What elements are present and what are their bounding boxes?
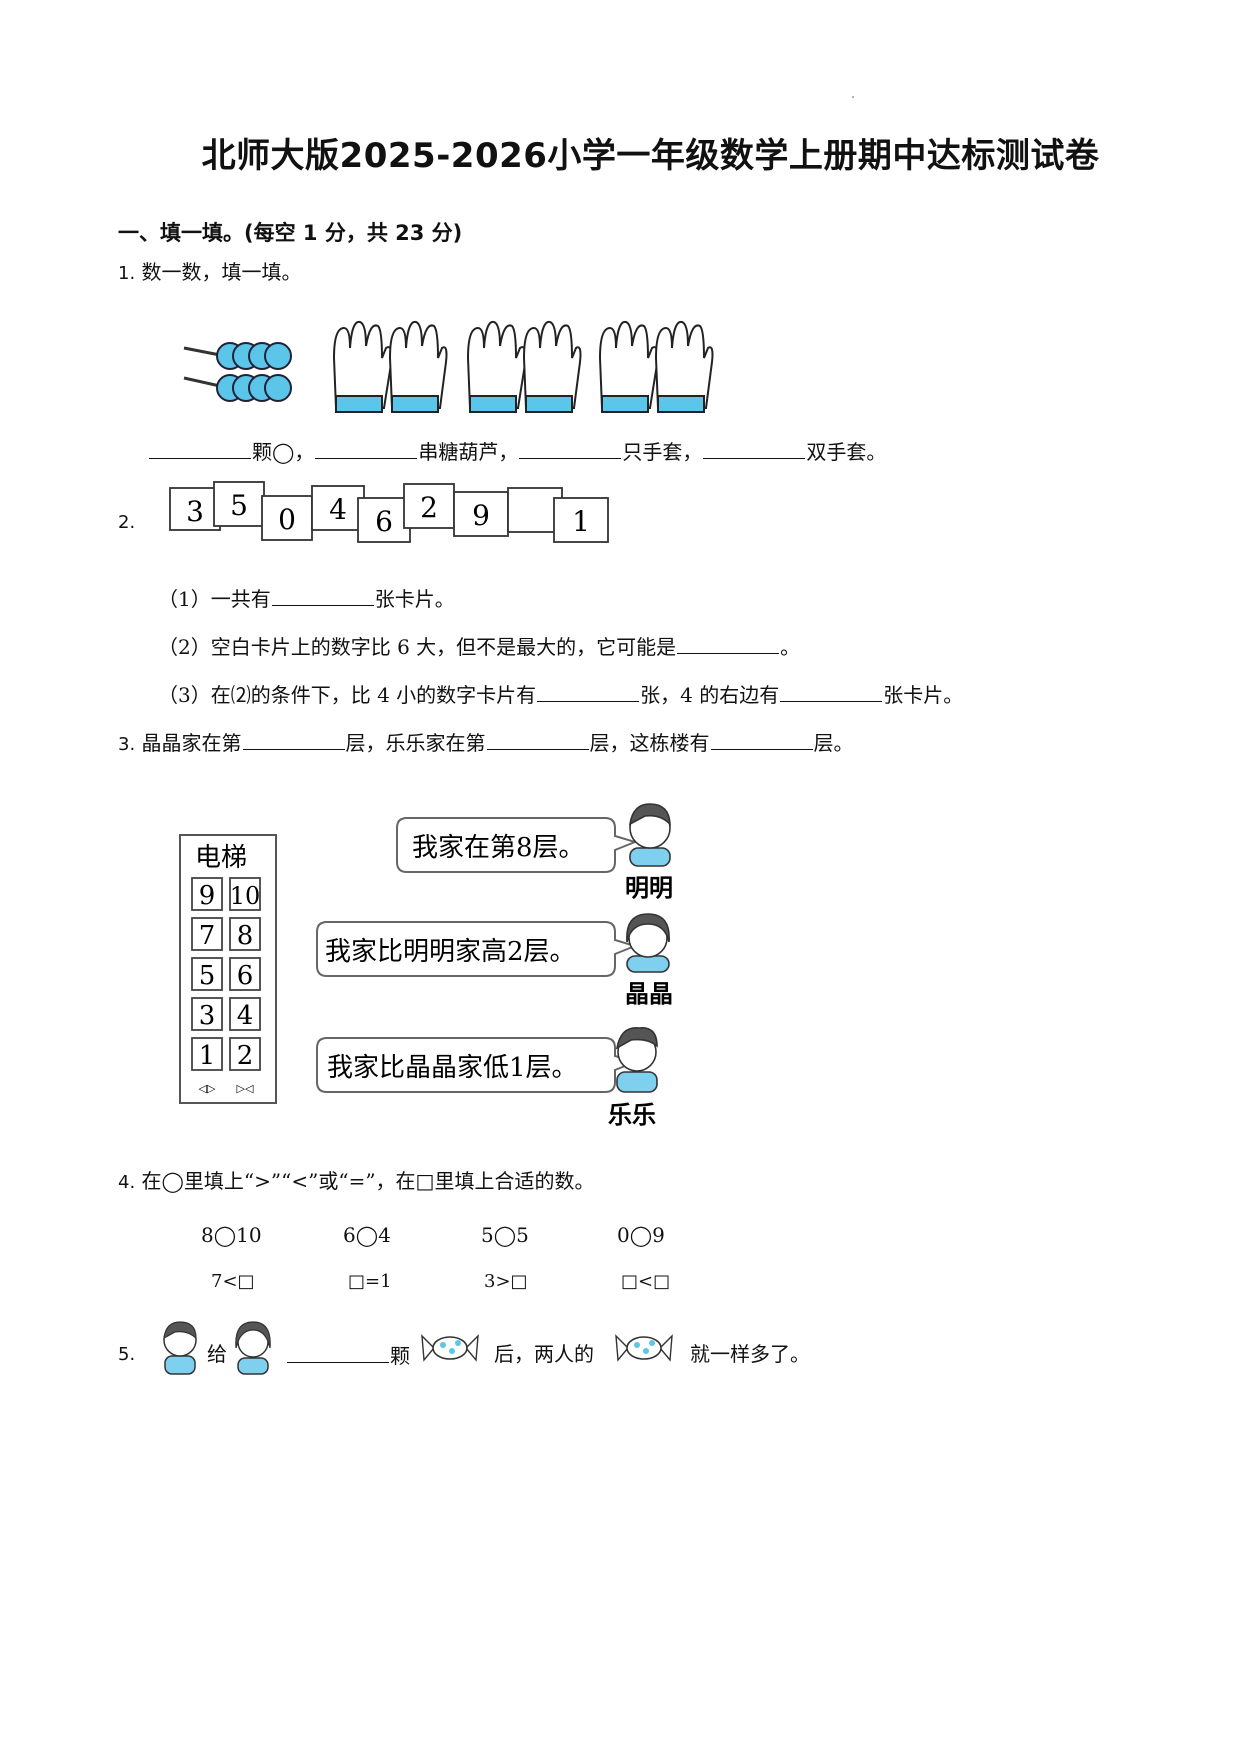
card-9: 1 <box>572 505 590 538</box>
card-5: 6 <box>375 505 393 538</box>
boy-icon <box>163 1321 197 1375</box>
elevator-label: 电梯 <box>195 843 247 873</box>
bubble-mingming: 我家在第8层。 <box>412 833 585 863</box>
fill-box-3[interactable]: 3>□ <box>484 1271 528 1292</box>
door-close-icon: ▷◁ <box>237 1082 254 1095</box>
q5-end: 就一样多了。 <box>690 1342 810 1366</box>
bubble-jingjing: 我家比明明家高2层。 <box>325 937 576 967</box>
q2-sub1: （1）一共有张卡片。 <box>158 587 455 611</box>
q1-blank-4[interactable] <box>703 440 806 459</box>
bubble-lele: 我家比晶晶家低1层。 <box>327 1053 578 1083</box>
elevator-panel: 电梯 9 10 7 8 5 6 3 4 1 2 ◁▷ ▷◁ <box>179 834 277 1104</box>
stray-dot <box>852 96 854 98</box>
fill-box-2[interactable]: □=1 <box>348 1271 392 1292</box>
q2-sub2: （2）空白卡片上的数字比 6 大，但不是最大的，它可能是。 <box>158 635 801 659</box>
elevator-btn-7: 7 <box>199 921 216 951</box>
fill-box-4[interactable]: □<□ <box>621 1271 671 1292</box>
q2-sub3: （3）在⑵的条件下，比 4 小的数字卡片有张，4 的右边有张卡片。 <box>158 683 964 707</box>
candy-icon <box>421 1334 479 1362</box>
q1-blank-2[interactable] <box>315 440 418 459</box>
candy-icon <box>615 1334 673 1362</box>
elevator-btn-5: 5 <box>199 961 216 991</box>
elevator-btn-2: 2 <box>237 1041 254 1071</box>
child-jingjing-icon <box>626 913 670 973</box>
girl-icon <box>235 1321 271 1375</box>
compare-4[interactable]: 0◯9 <box>617 1223 665 1247</box>
q1-answer-line: 颗◯，串糖葫芦，只手套，双手套。 <box>148 440 886 462</box>
q3-illustration: 电梯 9 10 7 8 5 6 3 4 1 2 ◁▷ ▷◁ 我家在第8层。 我 <box>179 803 673 1129</box>
number-cards: 3 5 0 4 6 2 9 1 <box>169 481 609 543</box>
door-open-icon: ◁▷ <box>199 1082 216 1095</box>
child-lele-icon <box>615 1027 658 1093</box>
child-mingming-icon <box>628 803 671 867</box>
q3-blank-2[interactable] <box>486 731 589 750</box>
card-3: 0 <box>278 503 296 536</box>
elevator-btn-4: 4 <box>237 1001 254 1031</box>
q1-illustration <box>183 320 714 413</box>
name-lele: 乐乐 <box>608 1100 656 1129</box>
q5-number: 5. <box>118 1344 136 1365</box>
q2-sub3-blank-2[interactable] <box>780 683 883 702</box>
elevator-btn-10: 10 <box>230 882 261 910</box>
elevator-btn-8: 8 <box>237 921 254 951</box>
q2-sub1-blank[interactable] <box>271 587 374 606</box>
q3-blank-3[interactable] <box>710 731 813 750</box>
card-6: 2 <box>420 491 438 524</box>
compare-3[interactable]: 5◯5 <box>481 1223 529 1247</box>
q5-after: 后，两人的 <box>494 1342 594 1366</box>
name-mingming: 明明 <box>625 873 673 902</box>
compare-1[interactable]: 8◯10 <box>201 1223 262 1247</box>
compare-2[interactable]: 6◯4 <box>343 1223 391 1247</box>
fill-box-1[interactable]: 7<□ <box>211 1271 255 1292</box>
q2-sub2-blank[interactable] <box>677 635 780 654</box>
q4-prompt: 4. 在◯里填上“>”“<”或“=”，在□里填上合适的数。 <box>118 1169 595 1193</box>
card-4: 4 <box>329 493 347 526</box>
name-jingjing: 晶晶 <box>625 979 673 1008</box>
q5-blank[interactable] <box>287 1344 389 1363</box>
candied-haws-illustration <box>183 342 292 402</box>
page-title: 北师大版2025-2026小学一年级数学上册期中达标测试卷 <box>201 136 1100 176</box>
q5-answer: 颗 <box>286 1344 410 1366</box>
q1-blank-3[interactable] <box>519 440 622 459</box>
q2-sub3-blank-1[interactable] <box>537 683 640 702</box>
section-heading: 一、填一填。(每空 1 分，共 23 分) <box>118 221 463 245</box>
q1-prompt: 1. 数一数，填一填。 <box>118 260 302 284</box>
q2-number: 2. <box>118 512 136 533</box>
q5-give: 给 <box>207 1342 227 1366</box>
elevator-btn-9: 9 <box>199 881 216 911</box>
elevator-btn-1: 1 <box>199 1041 216 1071</box>
q3-blank-1[interactable] <box>242 731 345 750</box>
card-7: 9 <box>472 499 490 532</box>
q3-line: 3. 晶晶家在第层，乐乐家在第层，这栋楼有层。 <box>118 731 854 755</box>
elevator-btn-3: 3 <box>199 1001 216 1031</box>
q1-blank-1[interactable] <box>149 440 251 459</box>
card-2: 5 <box>230 489 248 522</box>
card-1: 3 <box>186 495 204 528</box>
gloves-illustration <box>332 320 714 413</box>
elevator-btn-6: 6 <box>237 961 254 991</box>
